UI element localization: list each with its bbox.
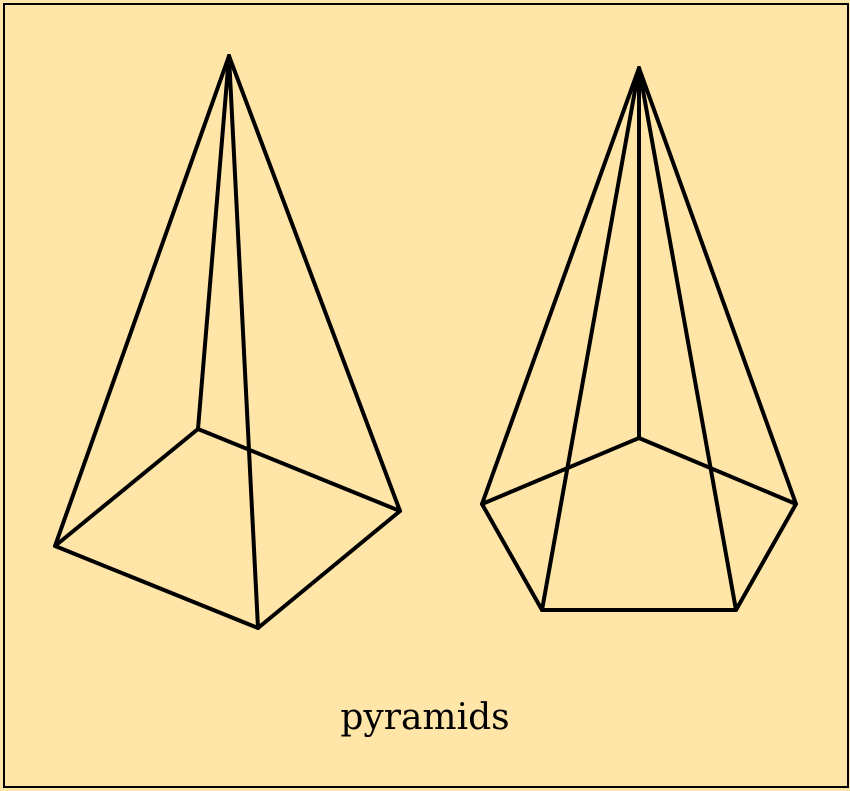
pentagonal-pyramid-edge-right <box>637 66 798 506</box>
pentagonal-pyramid <box>480 66 798 612</box>
square-pyramid <box>53 54 402 630</box>
pentagonal-pyramid-edge-left <box>480 66 641 506</box>
square-pyramid-edge-left <box>53 54 231 548</box>
square-pyramid-edge-front <box>227 54 260 630</box>
diagram-caption: pyramids <box>340 697 510 738</box>
pentagonal-pyramid-base <box>480 436 798 612</box>
diagram-frame <box>3 3 849 788</box>
pentagonal-pyramid-edge-front-left <box>540 66 641 612</box>
square-pyramid-edge-back <box>196 54 231 431</box>
pentagonal-pyramid-edge-front-right <box>637 66 738 612</box>
square-pyramid-edge-right <box>227 54 402 513</box>
square-pyramid-base <box>53 427 402 630</box>
